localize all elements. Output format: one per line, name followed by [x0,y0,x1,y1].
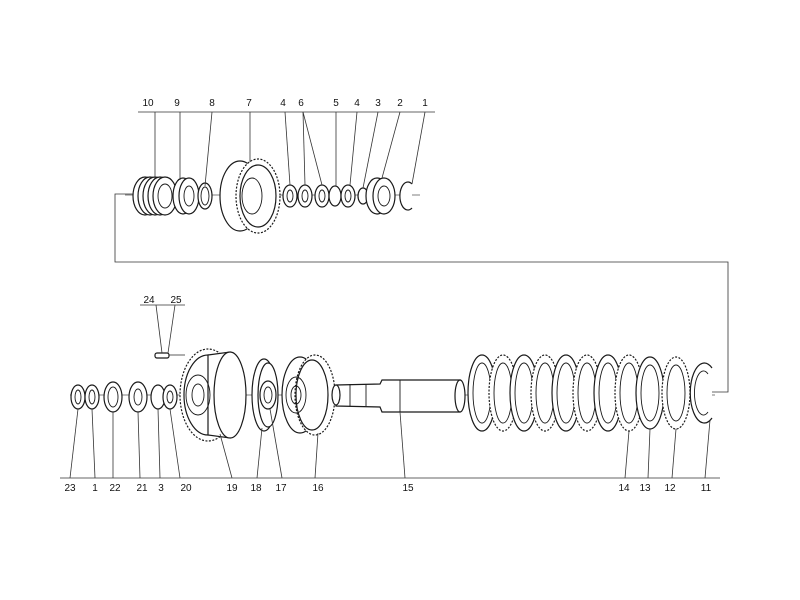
callout-7: 7 [246,98,252,109]
callout-19: 19 [226,483,238,494]
part-9-collar [172,177,200,215]
part-2-bearing [365,177,396,215]
part-23-ring [70,384,86,410]
callout-20: 20 [180,483,192,494]
part-22-circlip [103,381,123,413]
callout-3: 3 [375,98,381,109]
part-4-washer [282,184,298,208]
callout-6: 6 [298,98,304,109]
part-8-ring [197,182,213,210]
callout-4: 4 [280,98,286,109]
callout-labels: 10 9 8 7 4 6 5 4 3 2 1 24 25 23 1 22 21 … [64,98,711,494]
part-7-gear [219,158,281,234]
part-1-circlip [399,181,413,211]
callout-16: 16 [312,483,324,494]
callout-5: 5 [333,98,339,109]
part-15-shaft [331,379,466,413]
callout-21: 21 [136,483,148,494]
callout-12: 12 [664,483,676,494]
callout-8: 8 [209,98,215,109]
part-20-washer [162,384,178,410]
callout-4b: 4 [354,98,360,109]
callout-25: 25 [170,295,182,306]
part-10-spring [132,176,178,216]
upper-assembly [125,158,420,234]
callout-10: 10 [142,98,154,109]
part-1-ring-lower [84,384,100,410]
part-11-snap-ring [689,362,713,424]
part-6-pair [297,184,330,208]
callout-14: 14 [618,483,630,494]
callout-15: 15 [402,483,414,494]
callout-18: 18 [250,483,262,494]
part-12-plate [661,356,691,430]
part-24-25-pin [154,352,185,359]
part-5-washer [328,185,342,207]
part-4-washer-b [340,184,356,208]
callout-2: 2 [397,98,403,109]
callout-11: 11 [701,483,712,494]
callout-17: 17 [275,483,287,494]
callout-22: 22 [109,483,121,494]
part-17-bearing [259,380,277,410]
callout-leaders [60,111,720,479]
callout-23: 23 [64,483,76,494]
connection-line [114,193,729,393]
callout-3-lower: 3 [158,483,164,494]
callout-1: 1 [422,98,428,109]
callout-1-lower: 1 [92,483,98,494]
part-19-gear-drum [179,348,247,442]
callout-13: 13 [639,483,651,494]
lower-assembly [70,348,715,442]
part-16-hub [281,354,336,436]
callout-24: 24 [143,295,155,306]
callout-9: 9 [174,98,180,109]
part-13-14-clutch-pack [467,354,665,432]
part-21-washer [128,381,148,413]
